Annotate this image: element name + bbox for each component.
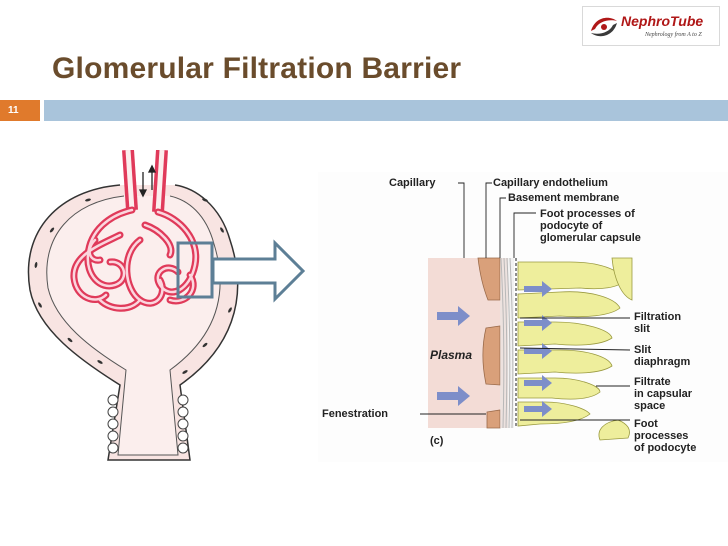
tubule-cells (107, 394, 189, 454)
label-foot-processes-2: podocyte of (540, 220, 603, 232)
capillary-endothelium (477, 257, 501, 429)
label-capillary-endothelium: Capillary endothelium (493, 177, 608, 189)
label-slit-diaphragm-2: diaphragm (634, 356, 691, 368)
label-slit-diaphragm-1: Slit (634, 344, 652, 356)
filtration-barrier-diagram: Capillary Capillary endothelium Basement… (318, 172, 728, 462)
slide-title: Glomerular Filtration Barrier (52, 52, 462, 85)
barrier-layers (420, 182, 633, 441)
capsular-space (46, 195, 221, 456)
slide-number: 11 (0, 100, 40, 121)
filtration-flow-arrows (437, 281, 552, 417)
title-bar (44, 100, 728, 121)
label-filtrate-2: in capsular (634, 388, 693, 400)
label-fenestration: Fenestration (322, 408, 389, 420)
label-filtration-slit-1: Filtration (634, 311, 682, 323)
label-foot-2: processes (634, 430, 689, 442)
label-foot-processes-3: glomerular capsule (540, 232, 641, 244)
label-basement-membrane: Basement membrane (508, 192, 620, 204)
label-filtrate-3: space (634, 400, 666, 412)
logo-swirl-icon (591, 17, 617, 37)
logo-name: NephroTube (621, 13, 704, 29)
flow-direction-icon (138, 164, 157, 198)
label-filtrate-1: Filtrate (634, 376, 671, 388)
glomerulus-illustration (27, 150, 239, 461)
logo-tagline: Nephrology from A to Z (645, 32, 702, 38)
label-panel-c: (c) (430, 435, 444, 447)
label-capillary: Capillary (389, 177, 436, 189)
label-foot-1: Foot (634, 418, 658, 430)
label-foot-processes-1: Foot processes of (540, 208, 635, 220)
nephrotube-logo: NephroTube Nephrology from A to Z (582, 6, 720, 46)
label-foot-3: of podocyte (634, 442, 697, 454)
label-filtration-slit-2: slit (634, 323, 650, 335)
leader-lines (420, 182, 631, 421)
label-plasma: Plasma (430, 348, 473, 362)
